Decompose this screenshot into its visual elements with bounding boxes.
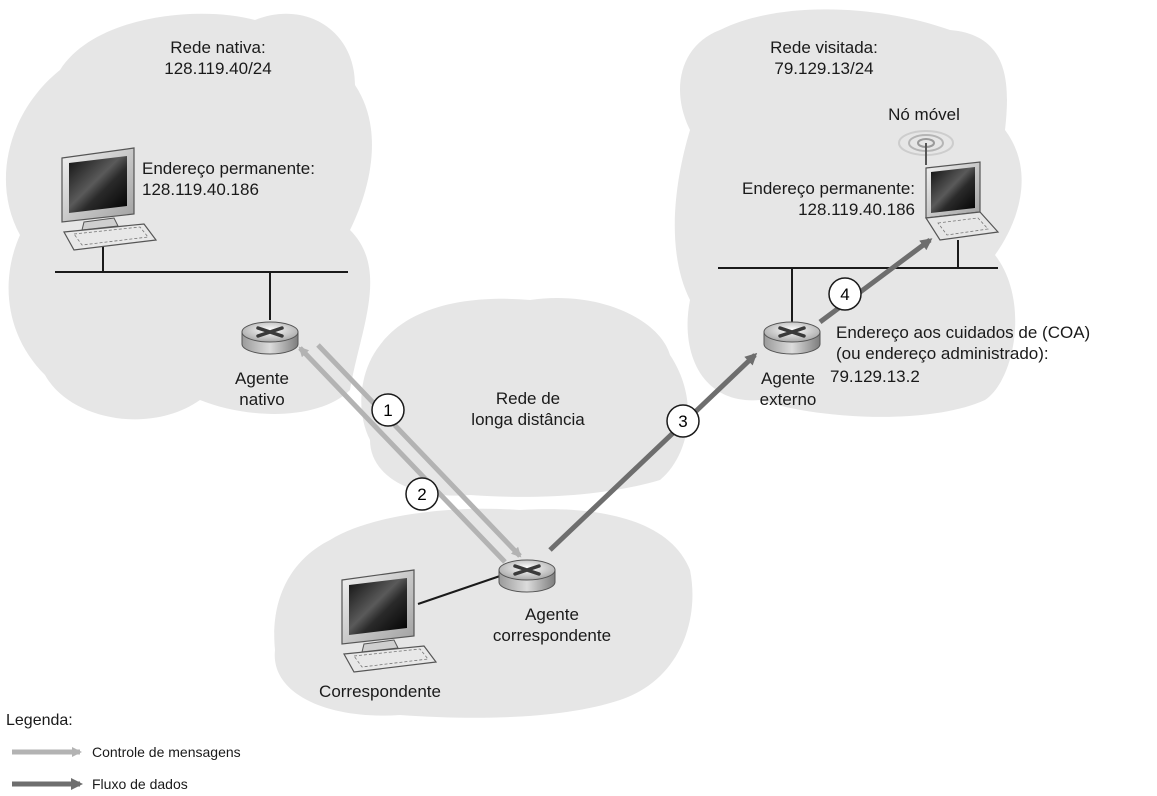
step-3-marker: 3 (666, 404, 700, 438)
home-host-address-value: 128.119.40.186 (142, 180, 259, 199)
correspondent-agent-line1: Agente (525, 605, 579, 624)
correspondent-agent-line2: correspondente (492, 626, 612, 645)
legend-title: Legenda: (6, 712, 73, 729)
correspondent-agent-label: Agente correspondente (493, 604, 611, 646)
wan-label: Rede de longa distância (471, 388, 584, 430)
coa-label: Endereço aos cuidados de (COA) (ou ender… (836, 322, 1090, 364)
visited-network-title: Rede visitada: (770, 38, 878, 57)
step-4-marker: 4 (828, 277, 862, 311)
wireless-signal-icon (898, 130, 954, 165)
legend-control-label: Controle de mensagens (92, 744, 241, 760)
home-agent-label: Agente nativo (235, 368, 289, 410)
legend-data-label: Fluxo de dados (92, 776, 188, 792)
correspondent-link (417, 575, 501, 605)
home-lan-segment (55, 245, 348, 320)
wan-line1: Rede de (495, 389, 561, 408)
mobile-node-laptop-icon (924, 161, 1000, 241)
wan-line2: longa distância (471, 410, 585, 429)
home-host-address-label: Endereço permanente: 128.119.40.186 (142, 158, 315, 200)
foreign-agent-line1: Agente (761, 369, 815, 388)
coa-line2: (ou endereço administrado): (836, 344, 1049, 363)
correspondent-agent-router-icon (497, 558, 557, 594)
mobile-node-address-value: 128.119.40.186 (798, 200, 915, 219)
home-agent-line2: nativo (239, 390, 285, 409)
home-network-title: Rede nativa: (170, 38, 266, 57)
visited-lan-segment (718, 240, 998, 322)
wan-cloud (361, 298, 689, 497)
visited-network-cloud (674, 9, 1022, 417)
mobile-node-address-label: Endereço permanente: 128.119.40.186 (742, 178, 915, 220)
svg-text:3: 3 (678, 412, 687, 431)
correspondent-label: Correspondente (319, 682, 441, 701)
arrow-step-2 (298, 346, 507, 564)
foreign-agent-label: Agente externo (760, 368, 817, 410)
visited-network-label: Rede visitada: 79.129.13/24 (770, 37, 878, 79)
foreign-agent-router-icon (762, 320, 822, 356)
coa-line1: Endereço aos cuidados de (COA) (836, 323, 1091, 342)
foreign-agent-line2: externo (759, 390, 817, 409)
home-network-prefix: 128.119.40/24 (164, 59, 272, 78)
home-network-cloud (5, 13, 372, 420)
arrow-step-3 (548, 352, 758, 552)
home-agent-line1: Agente (235, 369, 289, 388)
home-network-label: Rede nativa: 128.119.40/24 (164, 37, 271, 79)
coa-address: 79.129.13.2 (830, 367, 920, 386)
visited-network-prefix: 79.129.13/24 (774, 59, 874, 78)
mobile-node-title: Nó móvel (888, 105, 960, 124)
home-host-address-caption: Endereço permanente: (142, 159, 315, 178)
mobile-node-address-caption: Endereço permanente: (742, 179, 915, 198)
home-agent-router-icon (240, 320, 300, 356)
arrow-step-1 (316, 343, 522, 558)
step-1-marker: 1 (371, 393, 405, 427)
step-2-marker: 2 (405, 477, 439, 511)
svg-text:2: 2 (417, 485, 426, 504)
svg-text:4: 4 (840, 285, 849, 304)
svg-text:1: 1 (383, 401, 392, 420)
